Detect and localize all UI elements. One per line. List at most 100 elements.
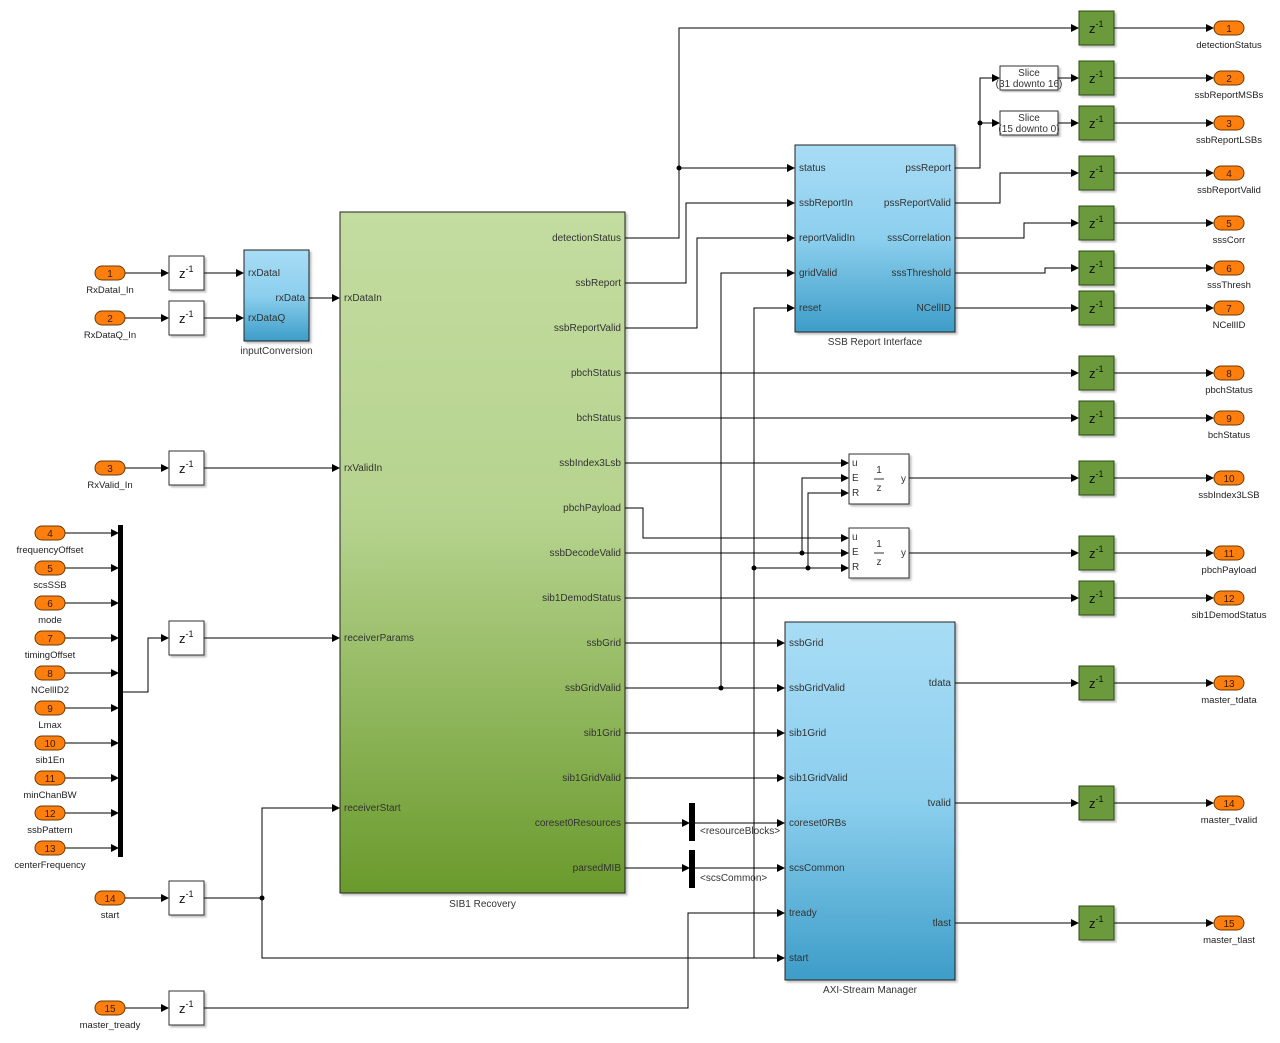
delay-rxdataq[interactable]: z-1 xyxy=(168,300,205,336)
signal-line[interactable] xyxy=(204,804,340,899)
delay-receiverparams[interactable]: z-1 xyxy=(168,620,205,656)
delay-rxdatai[interactable]: z-1 xyxy=(168,255,205,291)
output-delay-ssbReportValid[interactable]: z-1 xyxy=(1078,155,1115,191)
output-delay-sib1DemodStatus[interactable]: z-1 xyxy=(1078,580,1115,616)
ssb_report-subsystem[interactable]: statusssbReportInreportValidIngridValidr… xyxy=(794,144,956,348)
signal-line[interactable] xyxy=(720,272,794,688)
output-delay-sssCorr[interactable]: z-1 xyxy=(1078,205,1115,241)
outport-number: 12 xyxy=(1223,594,1235,605)
output-delay-ssbIndex3LSB[interactable]: z-1 xyxy=(1078,460,1115,496)
bus-selector-signal: <resourceBlocks> xyxy=(700,826,780,837)
signal-line[interactable] xyxy=(955,264,1079,274)
delay-body xyxy=(1078,205,1115,241)
delay-start[interactable]: z-1 xyxy=(168,880,205,916)
enabled-delay-input: E xyxy=(852,547,859,558)
inport-shape xyxy=(34,805,66,821)
inport-number: 7 xyxy=(47,634,53,645)
output-port-label: sib1GridValid xyxy=(562,773,621,784)
signal-line[interactable] xyxy=(204,909,785,1009)
output-delay-bchStatus[interactable]: z-1 xyxy=(1078,400,1115,436)
delay-body xyxy=(168,990,205,1026)
output-delay-ssbReportLSBs[interactable]: z-1 xyxy=(1078,105,1115,141)
output-delay-detectionStatus[interactable]: z-1 xyxy=(1078,10,1115,46)
output-delay-master_tlast[interactable]: z-1 xyxy=(1078,905,1115,941)
slice-block[interactable]: Slice(31 downto 16) xyxy=(996,65,1063,91)
output-delay-sssThresh[interactable]: z-1 xyxy=(1078,250,1115,286)
signal-line[interactable] xyxy=(625,24,1079,239)
slice-body xyxy=(999,65,1059,91)
outport-number: 13 xyxy=(1223,679,1235,690)
signal-line[interactable] xyxy=(625,199,795,284)
input-port-label: reset xyxy=(799,303,821,314)
axi_manager-subsystem[interactable]: ssbGridssbGridValidsib1Gridsib1GridValid… xyxy=(784,621,956,996)
bus-selector[interactable]: <scsCommon> xyxy=(689,850,767,888)
output-delay-master_tvalid[interactable]: z-1 xyxy=(1078,785,1115,821)
signal-line[interactable] xyxy=(801,474,849,553)
sib1_recovery-subsystem[interactable]: rxDataInrxValidInreceiverParamsreceiverS… xyxy=(339,211,626,910)
outport-label: NCellID xyxy=(1213,320,1246,331)
signal-line[interactable] xyxy=(625,234,795,329)
signal-line[interactable] xyxy=(955,169,1079,204)
output-port-label: ssbGridValid xyxy=(565,683,621,694)
bus-output-line[interactable] xyxy=(123,634,169,693)
output-port-label: sssThreshold xyxy=(892,268,951,279)
signal-line[interactable] xyxy=(625,507,849,542)
signal-line[interactable] xyxy=(955,219,1079,239)
enabled-delay-input: R xyxy=(852,562,859,573)
inport-number: 9 xyxy=(47,704,53,715)
inport-number: 3 xyxy=(107,464,113,475)
bus-creator[interactable] xyxy=(118,525,123,857)
outport-label: bchStatus xyxy=(1208,430,1250,441)
signal-line[interactable] xyxy=(261,898,785,962)
output-port-label: coreset0Resources xyxy=(535,818,621,829)
output-delay-pbchPayload[interactable]: z-1 xyxy=(1078,535,1115,571)
input-port-label: gridValid xyxy=(799,268,837,279)
delay-tready[interactable]: z-1 xyxy=(168,990,205,1026)
inport-shape xyxy=(34,525,66,541)
output-delay-pbchStatus[interactable]: z-1 xyxy=(1078,355,1115,391)
signal-line[interactable] xyxy=(807,489,849,568)
input_conversion-body xyxy=(243,249,310,342)
bus-selector[interactable]: <resourceBlocks> xyxy=(689,803,780,841)
output-delay-ssbReportMSBs[interactable]: z-1 xyxy=(1078,60,1115,96)
input-port-label: status xyxy=(799,163,826,174)
delay-rxvalid[interactable]: z-1 xyxy=(168,450,205,486)
output-delay-NCellID[interactable]: z-1 xyxy=(1078,290,1115,326)
slice-block[interactable]: Slice(15 downto 0) xyxy=(998,110,1060,136)
ssb_report-title: SSB Report Interface xyxy=(828,337,923,348)
output-delay-master_tdata[interactable]: z-1 xyxy=(1078,665,1115,701)
